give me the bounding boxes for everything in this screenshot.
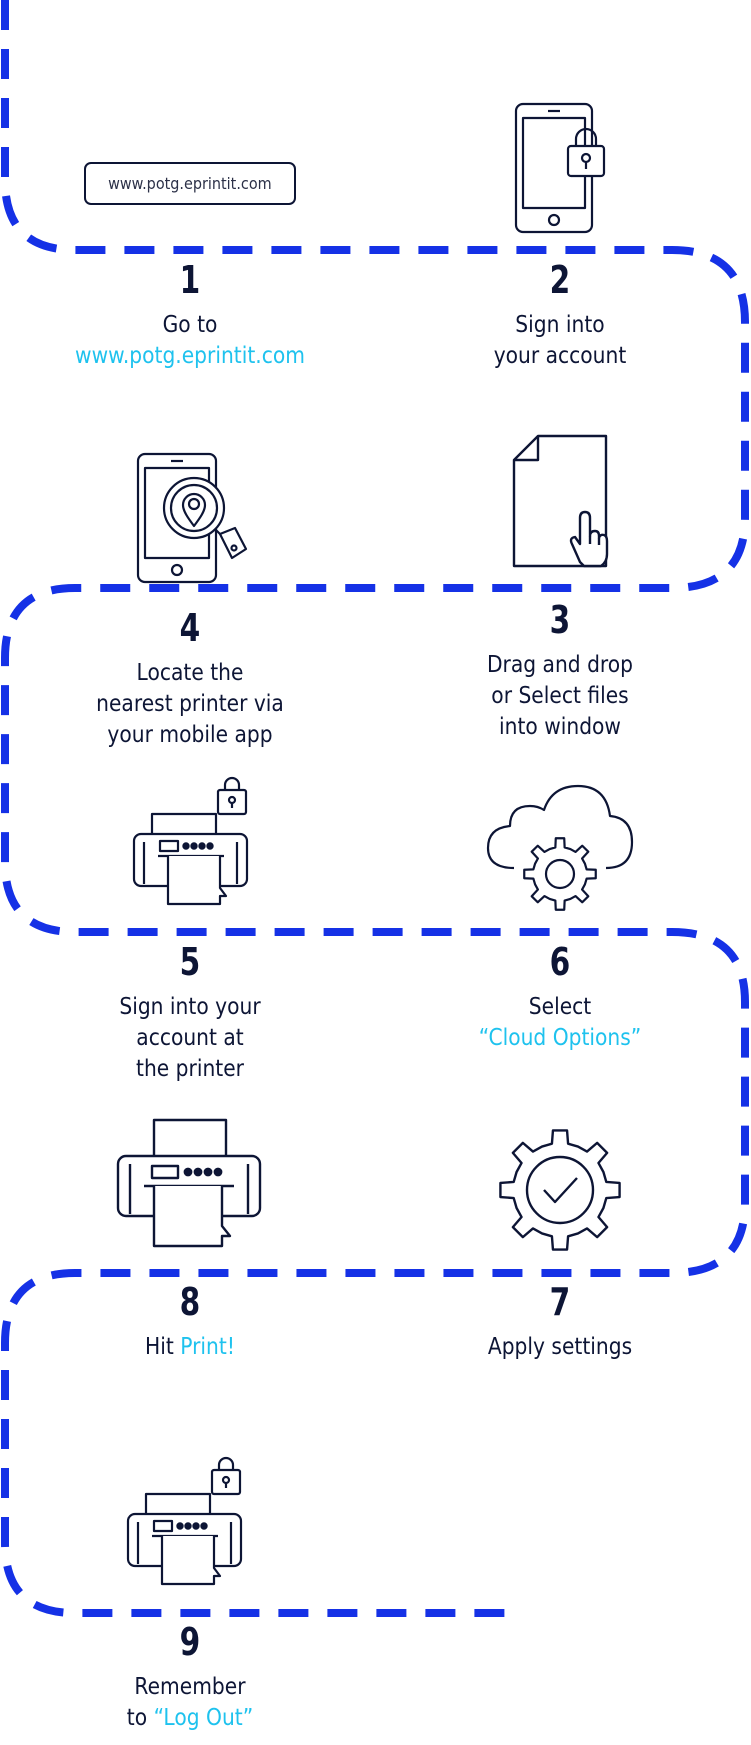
caption-text: Apply settings: [487, 1334, 633, 1360]
caption-line: your account: [437, 341, 683, 372]
caption-line: Locate the: [67, 658, 313, 689]
step-6: 6 Select “Cloud Options”: [420, 940, 700, 1054]
step-number: 5: [179, 940, 201, 984]
caption-line: to “Log Out”: [67, 1703, 313, 1734]
url-box-text: www.potg.eprintit.com: [108, 174, 272, 193]
step-number: 1: [179, 258, 201, 302]
step-caption: Locate the nearest printer via your mobile…: [67, 658, 313, 751]
printer-lock-icon: [132, 776, 249, 906]
caption-line: the printer: [67, 1054, 313, 1085]
url-bar-icon: www.potg.eprintit.com: [84, 162, 296, 205]
step-5: 5 Sign into your account at the printer: [50, 940, 330, 1085]
step-8: 8 Hit Print!: [50, 1280, 330, 1363]
step-1: 1 Go to www.potg.eprintit.com: [50, 258, 330, 372]
caption-text: or Select files: [491, 683, 629, 709]
caption-text: Locate the: [136, 660, 244, 686]
caption-text: Hit: [145, 1334, 181, 1360]
caption-text: account at: [136, 1025, 244, 1051]
highlight-text: “Cloud Options”: [478, 1025, 642, 1051]
caption-text: Select: [528, 994, 592, 1020]
caption-text: the printer: [136, 1056, 244, 1082]
caption-line: into window: [437, 712, 683, 743]
caption-line: Hit Print!: [67, 1332, 313, 1363]
highlight-text: www.potg.eprintit.com: [75, 343, 305, 369]
step-caption: Hit Print!: [67, 1332, 313, 1363]
step-number: 4: [179, 606, 201, 650]
highlight-text: Print!: [180, 1334, 235, 1360]
caption-line: Go to: [67, 310, 313, 341]
caption-text: Sign into: [515, 312, 605, 338]
gear-check-icon: [499, 1129, 621, 1251]
step-caption: Drag and drop or Select files into window: [437, 650, 683, 743]
phone-lock-icon: [514, 102, 606, 234]
caption-text: into window: [498, 714, 621, 740]
step-caption: Select “Cloud Options”: [437, 992, 683, 1054]
caption-line: Sign into your: [67, 992, 313, 1023]
step-caption: Remember to “Log Out”: [67, 1672, 313, 1734]
caption-line: www.potg.eprintit.com: [67, 341, 313, 372]
caption-text: Remember: [134, 1674, 246, 1700]
printer-icon: [116, 1118, 262, 1248]
caption-text: to: [126, 1705, 154, 1731]
highlight-text: “Log Out”: [153, 1705, 254, 1731]
caption-line: Remember: [67, 1672, 313, 1703]
caption-line: your mobile app: [67, 720, 313, 751]
step-number: 8: [179, 1280, 201, 1324]
printer-lock-icon: [126, 1456, 243, 1586]
caption-line: account at: [67, 1023, 313, 1054]
step-number: 6: [549, 940, 571, 984]
caption-line: nearest printer via: [67, 689, 313, 720]
step-2: 2 Sign into your account: [420, 258, 700, 372]
step-number: 7: [549, 1280, 571, 1324]
step-caption: Sign into your account: [437, 310, 683, 372]
step-7: 7 Apply settings: [420, 1280, 700, 1363]
caption-line: Sign into: [437, 310, 683, 341]
step-number: 9: [179, 1620, 201, 1664]
step-4: 4 Locate the nearest printer via your mobi…: [50, 606, 330, 751]
step-caption: Go to www.potg.eprintit.com: [67, 310, 313, 372]
caption-text: Drag and drop: [486, 652, 634, 678]
caption-text: Sign into your: [119, 994, 261, 1020]
caption-line: Drag and drop: [437, 650, 683, 681]
caption-text: nearest printer via: [96, 691, 284, 717]
caption-text: your account: [493, 343, 627, 369]
caption-text: Go to: [162, 312, 218, 338]
step-9: 9 Remember to “Log Out”: [50, 1620, 330, 1734]
step-caption: Apply settings: [437, 1332, 683, 1363]
cloud-gear-icon: [486, 784, 634, 911]
step-number: 2: [549, 258, 571, 302]
document-hand-icon: [512, 434, 609, 568]
caption-line: Apply settings: [437, 1332, 683, 1363]
caption-line: Select: [437, 992, 683, 1023]
caption-text: your mobile app: [107, 722, 273, 748]
step-caption: Sign into your account at the printer: [67, 992, 313, 1085]
step-number: 3: [549, 598, 571, 642]
caption-line: or Select files: [437, 681, 683, 712]
caption-line: “Cloud Options”: [437, 1023, 683, 1054]
phone-map-search-icon: [136, 452, 248, 584]
step-3: 3 Drag and drop or Select files into windo…: [420, 598, 700, 743]
